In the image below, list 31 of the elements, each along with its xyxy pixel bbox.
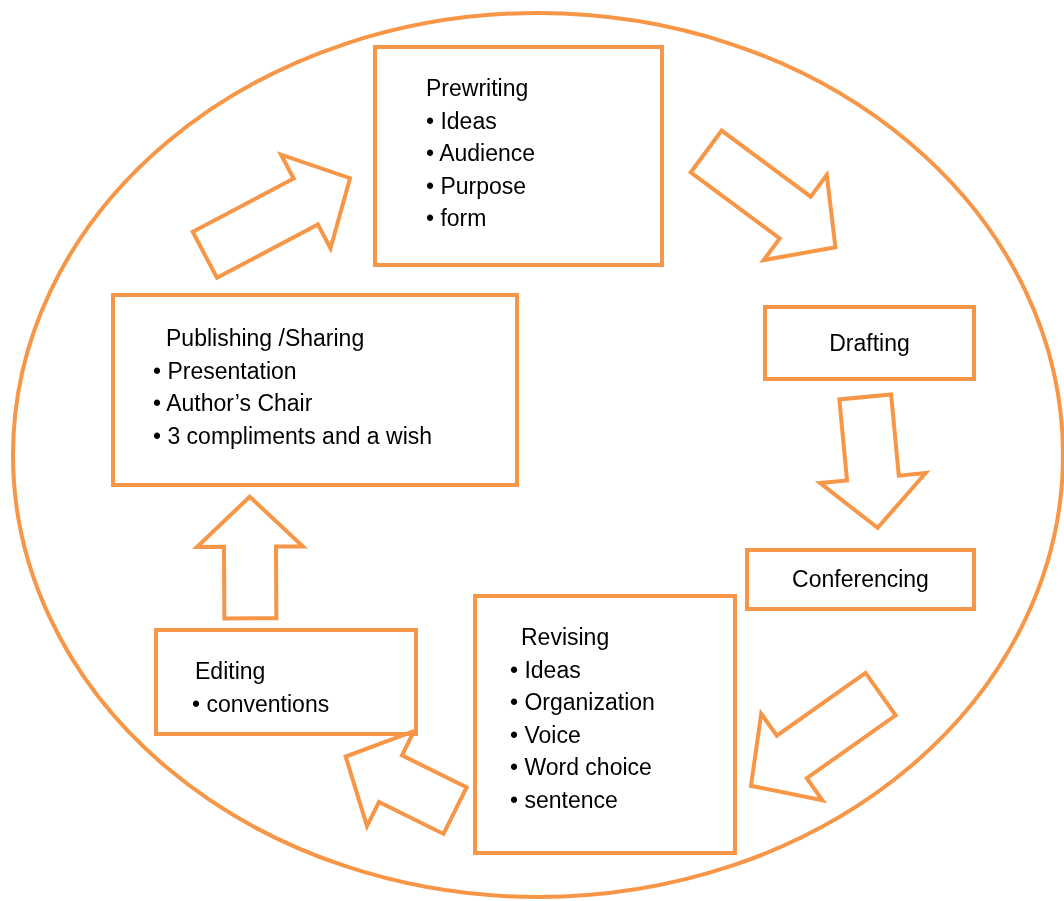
step-box [154,628,418,736]
step-title: Editing [195,657,266,686]
list-item: • Author’s Chair [153,389,314,418]
list-item: • Word choice [510,753,653,782]
block-arrow [814,392,931,531]
block-arrow [748,670,899,804]
list-item: • Ideas [510,655,582,685]
list-item: • Voice [510,720,582,750]
list-item: • form [426,204,488,233]
block-arrow [687,127,838,263]
list-item: • Organization [510,688,656,717]
block-arrow [191,493,309,621]
list-item: • Purpose [426,171,528,201]
step-title: Publishing /Sharing [166,324,365,353]
step-box [763,305,976,381]
step-box [473,594,737,855]
list-item: • conventions [192,689,331,719]
step-title: Conferencing [792,565,929,595]
block-arrow [343,727,470,837]
step-box [111,293,519,487]
step-box [745,548,976,611]
list-item: • 3 compliments and a wish [153,421,434,451]
list-item: • Presentation [153,356,298,386]
step-title: Revising [521,623,610,652]
list-item: • Ideas [426,106,498,136]
list-item: • sentence [510,785,619,815]
list-item: • Audience [426,139,537,168]
step-box [373,45,664,267]
step-title: Drafting [829,328,910,358]
step-title: Prewriting [426,74,529,103]
block-arrow [190,151,353,281]
